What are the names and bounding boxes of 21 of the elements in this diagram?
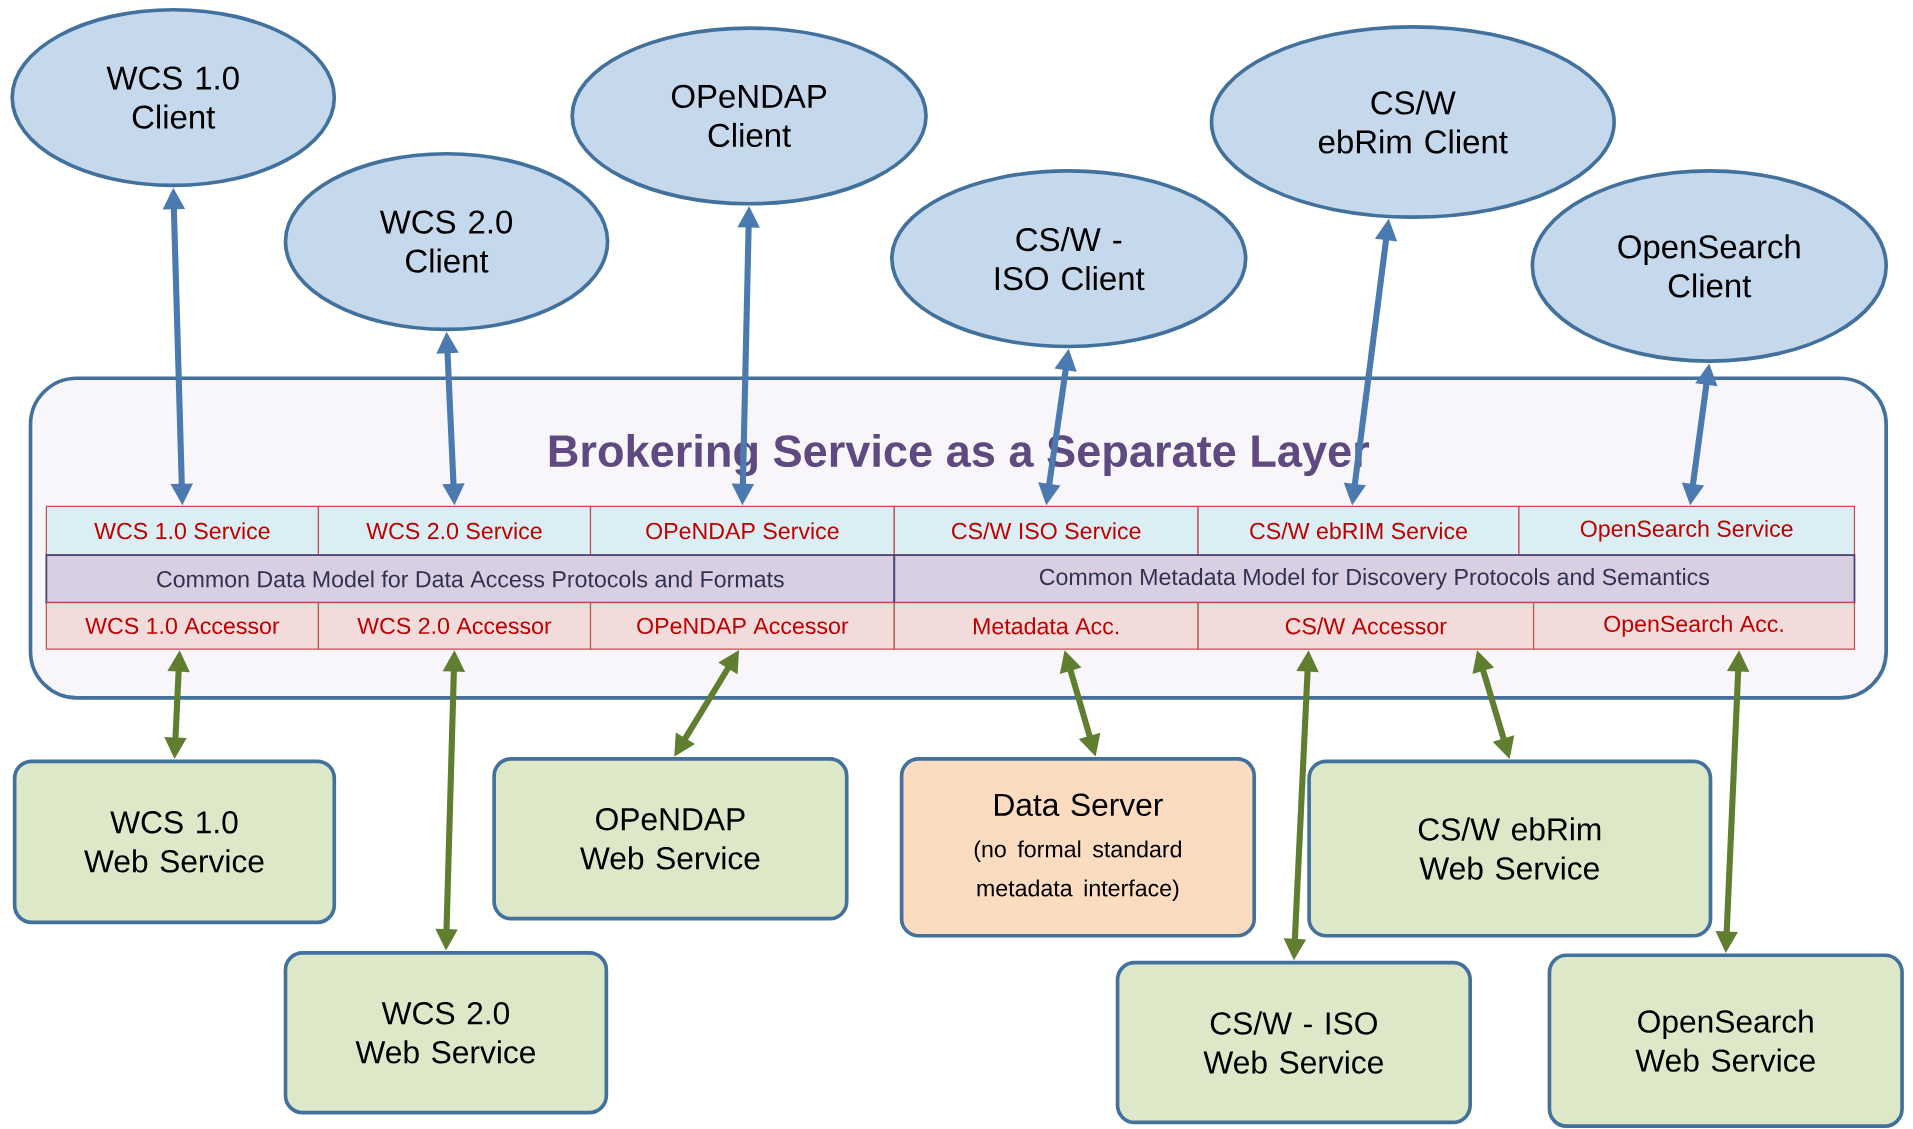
accessor-cell: OPeNDAP Accessor	[589, 602, 895, 650]
accessor-cell: OpenSearch Acc.	[1533, 602, 1856, 650]
accessor-cell: CS/W Accessor	[1197, 602, 1535, 650]
web-service-box: CS/W - ISO Web Service	[1115, 961, 1472, 1125]
accessor-cell: Metadata Acc.	[893, 602, 1199, 650]
web-service-box: OPeNDAP Web Service	[492, 757, 849, 921]
accessor-cell: WCS 1.0 Accessor	[45, 602, 320, 650]
service-cell: CS/W ISO Service	[893, 505, 1199, 556]
model-cell: Common Data Model for Data Access Protocols and Formats	[45, 554, 896, 604]
web-service-box: CS/W ebRim Web Service	[1307, 759, 1713, 938]
web-service-box: WCS 1.0 Web Service	[12, 759, 337, 925]
service-cell: WCS 2.0 Service	[317, 505, 592, 556]
service-cell: CS/W ebRIM Service	[1197, 505, 1520, 556]
service-cell: OpenSearch Service	[1518, 505, 1856, 556]
accessor-cell: WCS 2.0 Accessor	[317, 602, 592, 650]
web-service-box: WCS 2.0 Web Service	[283, 951, 609, 1115]
web-service-box: OpenSearch Web Service	[1547, 953, 1904, 1129]
server-box: Data Server (no formal standard metadata interface)	[899, 757, 1257, 938]
service-cell: WCS 1.0 Service	[45, 505, 320, 556]
service-cell: OPeNDAP Service	[589, 505, 895, 556]
model-cell: Common Metadata Model for Discovery Protocols and Semantics	[893, 554, 1856, 604]
